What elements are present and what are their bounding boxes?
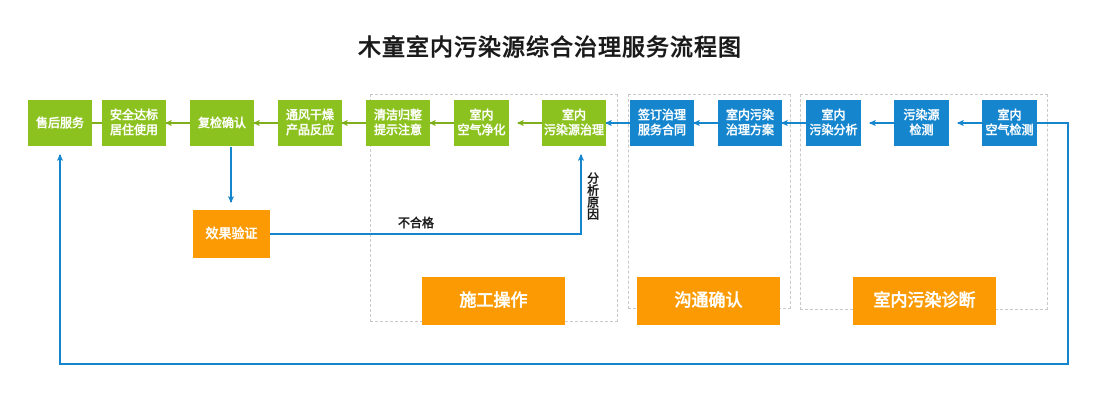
node-pollution-analysis-label: 室内 污染分析 [809, 108, 858, 137]
node-air-purify-label: 室内 空气净化 [457, 108, 506, 137]
node-source-test-label: 污染源 检测 [903, 108, 940, 137]
node-effect-verification-label: 效果验证 [205, 226, 258, 242]
edge-label-reason: 分析原因 [585, 172, 600, 220]
phase-construction-label: 施工操作 [459, 290, 528, 310]
node-clean-notice-label: 清洁归整 提示注意 [373, 108, 422, 137]
node-after-sales[interactable]: 售后服务 [28, 100, 92, 146]
phase-diagnosis-label: 室内污染诊断 [873, 290, 976, 310]
node-after-sales-label: 售后服务 [35, 115, 84, 130]
node-recheck-confirm[interactable]: 复检确认 [190, 100, 254, 146]
node-treatment-plan[interactable]: 室内污染 治理方案 [718, 100, 782, 146]
page-title: 木童室内污染源综合治理服务流程图 [358, 34, 742, 60]
node-treatment-plan-label: 室内污染 治理方案 [725, 108, 774, 137]
phase-communication-label: 沟通确认 [674, 290, 743, 310]
node-pollution-analysis[interactable]: 室内 污染分析 [806, 100, 861, 146]
phase-diagnosis[interactable]: 室内污染诊断 [853, 277, 996, 325]
node-source-treatment-label: 室内 污染源治理 [543, 108, 604, 137]
node-safe-occupancy-label: 安全达标 居住使用 [109, 108, 158, 137]
node-recheck-confirm-label: 复检确认 [197, 115, 246, 130]
node-ventilate-dry[interactable]: 通风干燥 产品反应 [278, 100, 342, 146]
node-air-test[interactable]: 室内 空气检测 [982, 100, 1037, 146]
node-source-test[interactable]: 污染源 检测 [894, 100, 949, 146]
node-ventilate-dry-label: 通风干燥 产品反应 [285, 108, 334, 137]
node-sign-contract[interactable]: 签订治理 服务合同 [630, 100, 694, 146]
node-source-treatment[interactable]: 室内 污染源治理 [542, 100, 606, 146]
edge-label-fail: 不合格 [398, 216, 435, 230]
node-clean-notice[interactable]: 清洁归整 提示注意 [366, 100, 430, 146]
node-air-test-label: 室内 空气检测 [985, 108, 1034, 137]
phase-communication[interactable]: 沟通确认 [637, 277, 780, 325]
node-air-purify[interactable]: 室内 空气净化 [454, 100, 509, 146]
phase-construction[interactable]: 施工操作 [422, 277, 565, 325]
node-safe-occupancy[interactable]: 安全达标 居住使用 [102, 100, 166, 146]
node-effect-verification[interactable]: 效果验证 [193, 210, 270, 258]
node-sign-contract-label: 签订治理 服务合同 [637, 108, 686, 137]
